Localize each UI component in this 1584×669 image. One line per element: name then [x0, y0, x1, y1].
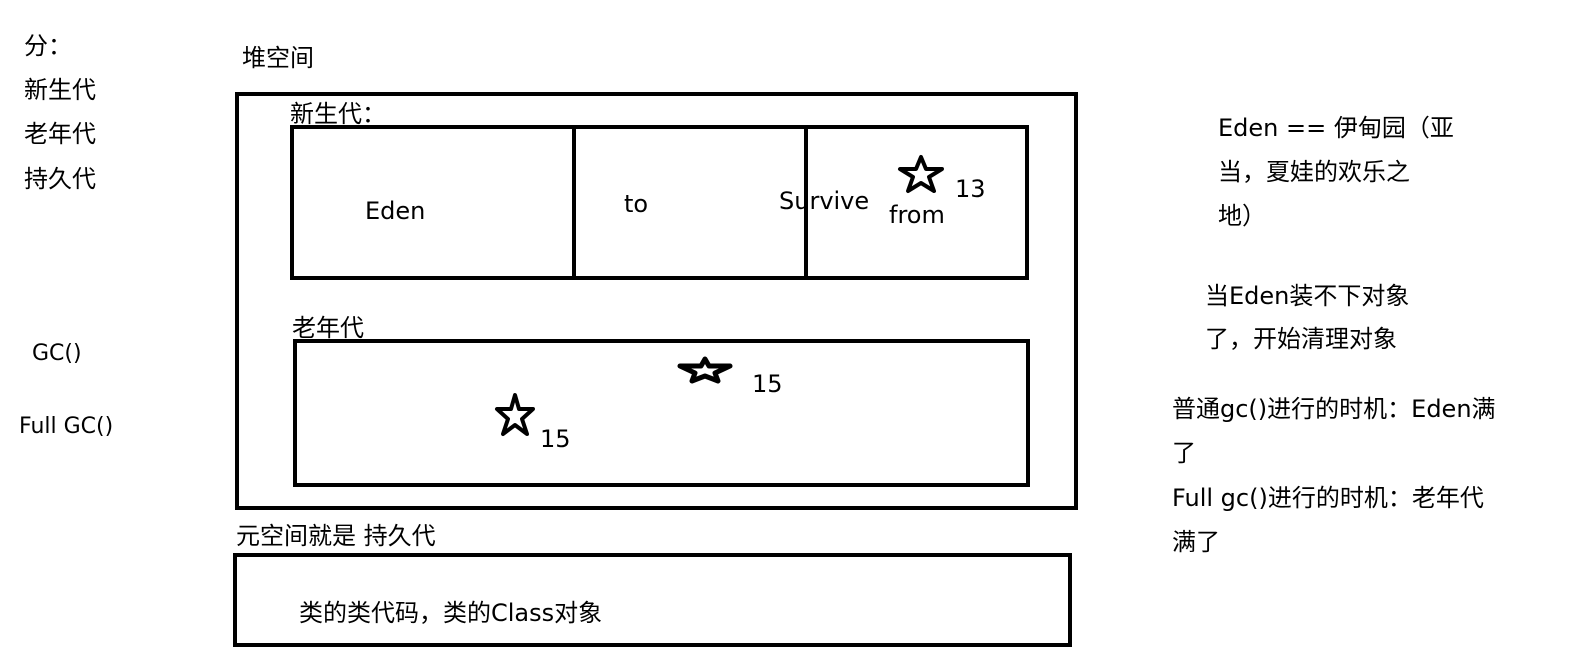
eden-note-line-3: 地） [1218, 202, 1266, 230]
old-gen-label: 老年代 [292, 314, 364, 342]
young-gen-label: 新生代： [290, 100, 386, 128]
legend-item-old: 老年代 [24, 120, 96, 148]
old-gen-box [293, 339, 1030, 487]
eden-note-line-2: 当，夏娃的欢乐之 [1218, 158, 1410, 186]
full-gc-label: Full GC() [19, 414, 114, 439]
from-object-age: 13 [955, 175, 986, 203]
legend-item-perm: 持久代 [24, 165, 96, 193]
heap-box [235, 92, 1078, 510]
metaspace-title: 元空间就是 持久代 [236, 522, 436, 550]
minor-gc-note-line-1: 普通gc()进行的时机：Eden满 [1172, 395, 1496, 423]
eden-region-label: Eden [365, 197, 426, 225]
eden-divider [572, 125, 576, 280]
full-gc-note-line-1: Full gc()进行的时机：老年代 [1172, 484, 1484, 512]
young-gen-box [290, 125, 1029, 280]
from-region-label: from [889, 201, 945, 229]
legend-item-young: 新生代 [24, 76, 96, 104]
object-star-icon [494, 392, 536, 438]
to-region-label: to [624, 190, 649, 218]
eden-note-line-1: Eden == 伊甸园（亚 [1218, 114, 1454, 142]
minor-gc-note-line-2: 了 [1172, 439, 1196, 467]
metaspace-content: 类的类代码，类的Class对象 [299, 599, 603, 627]
object-star-icon [897, 154, 945, 194]
gc-label: GC() [32, 341, 82, 366]
survive-label: Survive [779, 187, 870, 215]
survivor-divider [804, 125, 808, 280]
metaspace-box [233, 553, 1072, 647]
full-gc-note-line-2: 满了 [1172, 528, 1220, 556]
old-object-age-1: 15 [752, 370, 783, 398]
clean-note-line-1: 当Eden装不下对象 [1205, 282, 1410, 310]
legend-title: 分： [24, 32, 72, 60]
old-object-age-2: 15 [540, 425, 571, 453]
object-star-icon [677, 356, 733, 384]
clean-note-line-2: 了，开始清理对象 [1205, 325, 1397, 353]
heap-title: 堆空间 [242, 44, 314, 72]
